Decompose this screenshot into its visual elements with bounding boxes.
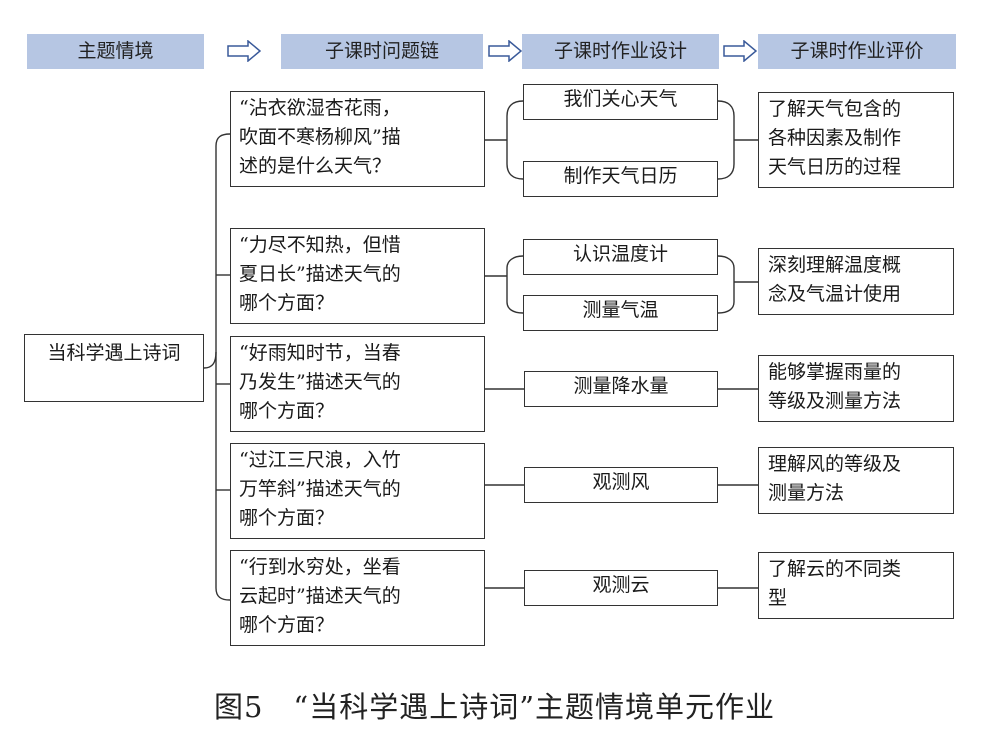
arrow-right-icon	[227, 40, 261, 62]
task-box: 观测云	[524, 570, 718, 606]
evaluation-box-5: 了解云的不同类 型	[758, 552, 954, 619]
task-box: 我们关心天气	[523, 84, 718, 120]
task-box: 认识温度计	[523, 239, 718, 275]
task-box: 制作天气日历	[523, 161, 718, 197]
evaluation-box-1: 了解天气包含的 各种因素及制作 天气日历的过程	[758, 92, 954, 188]
header-task-design: 子课时作业设计	[522, 34, 719, 69]
header-question-chain: 子课时问题链	[281, 34, 483, 69]
theme-box: 当科学遇上诗词	[24, 334, 204, 402]
question-box-3: “好雨知时节，当春 乃发生”描述天气的 哪个方面？	[230, 336, 485, 432]
header-task-evaluation: 子课时作业评价	[758, 34, 956, 69]
evaluation-box-3: 能够掌握雨量的 等级及测量方法	[758, 355, 954, 422]
task-box: 测量降水量	[524, 371, 718, 407]
figure-caption: 图5 “当科学遇上诗词”主题情境单元作业	[213, 690, 776, 724]
evaluation-box-4: 理解风的等级及 测量方法	[758, 447, 954, 514]
question-box-4: “过江三尺浪，入竹 万竿斜”描述天气的 哪个方面？	[230, 443, 485, 539]
evaluation-box-2: 深刻理解温度概 念及气温计使用	[758, 248, 954, 315]
arrow-right-icon	[488, 40, 522, 62]
task-box: 测量气温	[523, 295, 718, 331]
arrow-right-icon	[723, 40, 757, 62]
question-box-2: “力尽不知热，但惜 夏日长”描述天气的 哪个方面？	[230, 228, 485, 324]
question-box-5: “行到水穷处，坐看 云起时”描述天气的 哪个方面？	[230, 550, 485, 646]
task-box: 观测风	[524, 467, 718, 503]
question-box-1: “沾衣欲湿杏花雨， 吹面不寒杨柳风”描 述的是什么天气？	[230, 91, 485, 187]
header-theme: 主题情境	[27, 34, 204, 69]
